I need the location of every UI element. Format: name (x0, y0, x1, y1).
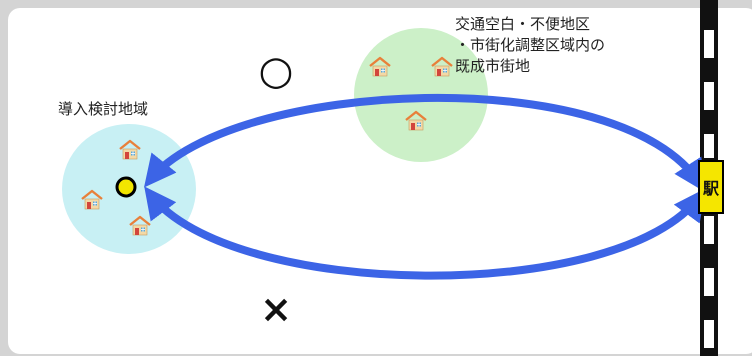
bad-route-mark: × (260, 287, 292, 331)
intro-area-label: 導入検討地域 (58, 100, 149, 118)
existing-area-label-line: 既成市街地 (455, 57, 531, 75)
existing-area-label-line: ・市街化調整区域内の (455, 36, 606, 54)
station-label: 駅 (702, 179, 719, 198)
existing-area-label: 交通空白・不便地区 ・市街化調整区域内の 既成市街地 (455, 14, 605, 77)
good-route-mark: ○ (259, 48, 294, 94)
existing-area-label-line: 交通空白・不便地区 (455, 15, 591, 33)
current-point-marker (115, 176, 137, 198)
route-arrow-lower (144, 186, 706, 280)
station-marker-icon (698, 160, 724, 214)
route-arrow-upper (143, 94, 706, 193)
